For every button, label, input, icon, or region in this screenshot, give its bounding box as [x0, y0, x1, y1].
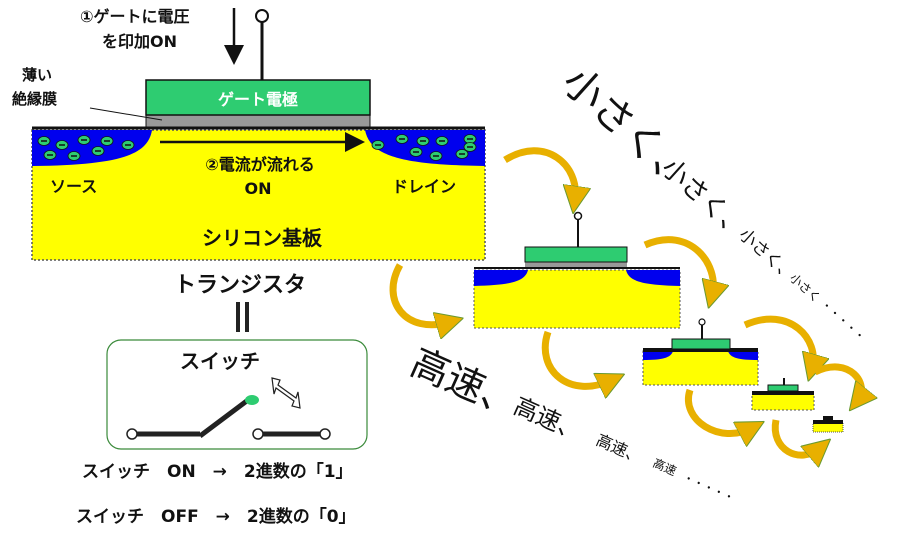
smaller-text-4: 小さく — [787, 271, 823, 306]
smaller-text-3: 小さく、 — [735, 225, 799, 285]
drain-label: ドレイン — [392, 177, 456, 196]
switch-off-meaning: スイッチ OFF → 2進数の「0」 — [76, 506, 356, 527]
transistor-smallest — [812, 416, 844, 433]
transistor-medium — [473, 211, 681, 329]
substrate-label: シリコン基板 — [202, 226, 323, 250]
transistor-small — [642, 318, 759, 386]
current-label: ②電流が流れる — [205, 155, 315, 174]
oxide-label: 薄い — [22, 66, 52, 84]
faster-text-4: 高速 — [651, 455, 679, 478]
curved-arrow-icon — [771, 419, 820, 455]
source-label: ソース — [50, 177, 97, 196]
switch-box — [106, 339, 368, 450]
faster-ellipsis: ・・・・・ — [681, 471, 737, 505]
insulating-film — [145, 114, 371, 128]
curved-arrow-icon — [643, 236, 713, 295]
current-on-label: ON — [245, 179, 272, 198]
smaller-text-2: 小さく、 — [655, 153, 752, 245]
smaller-ellipsis: ・・・・・ — [818, 298, 868, 344]
electrons — [37, 134, 477, 161]
curved-arrow-icon — [503, 147, 575, 200]
step1-label: ①ゲートに電圧 — [80, 7, 190, 26]
faster-text-3: 高速、 — [593, 430, 645, 467]
transistor-label: トランジスタ — [174, 273, 306, 298]
switch-on-meaning: スイッチ ON → 2進数の「1」 — [82, 461, 353, 482]
curved-arrow-icon — [743, 315, 813, 368]
step1-label-2: を印加ON — [102, 32, 177, 51]
oxide-label-2: 絶縁膜 — [12, 90, 57, 108]
curved-arrow-icon — [813, 363, 861, 400]
drain-region — [365, 130, 485, 166]
switch-symbol — [126, 395, 331, 440]
gate-label: ゲート電極 — [218, 90, 298, 109]
faster-text-1: 高速、 — [404, 340, 526, 427]
curved-arrow-icon — [684, 388, 752, 434]
toggle-arrow-icon — [271, 377, 301, 409]
oxide-pointer — [89, 107, 163, 121]
gate-electrode — [145, 79, 371, 116]
source-region — [32, 130, 152, 166]
shrink-arrows — [389, 147, 861, 455]
curved-arrow-icon — [541, 330, 612, 386]
gate-terminal — [255, 9, 269, 23]
curved-arrow-icon — [389, 263, 450, 325]
faster-text-2: 高速、 — [510, 392, 587, 447]
transistor-tiny — [751, 378, 815, 411]
equals-sign — [236, 302, 249, 332]
main-transistor: ①ゲートに電圧 を印加ON 薄い 絶縁膜 ゲート電極 ②電流が流れる ON ソー… — [12, 7, 486, 261]
switch-label: スイッチ — [180, 349, 260, 373]
